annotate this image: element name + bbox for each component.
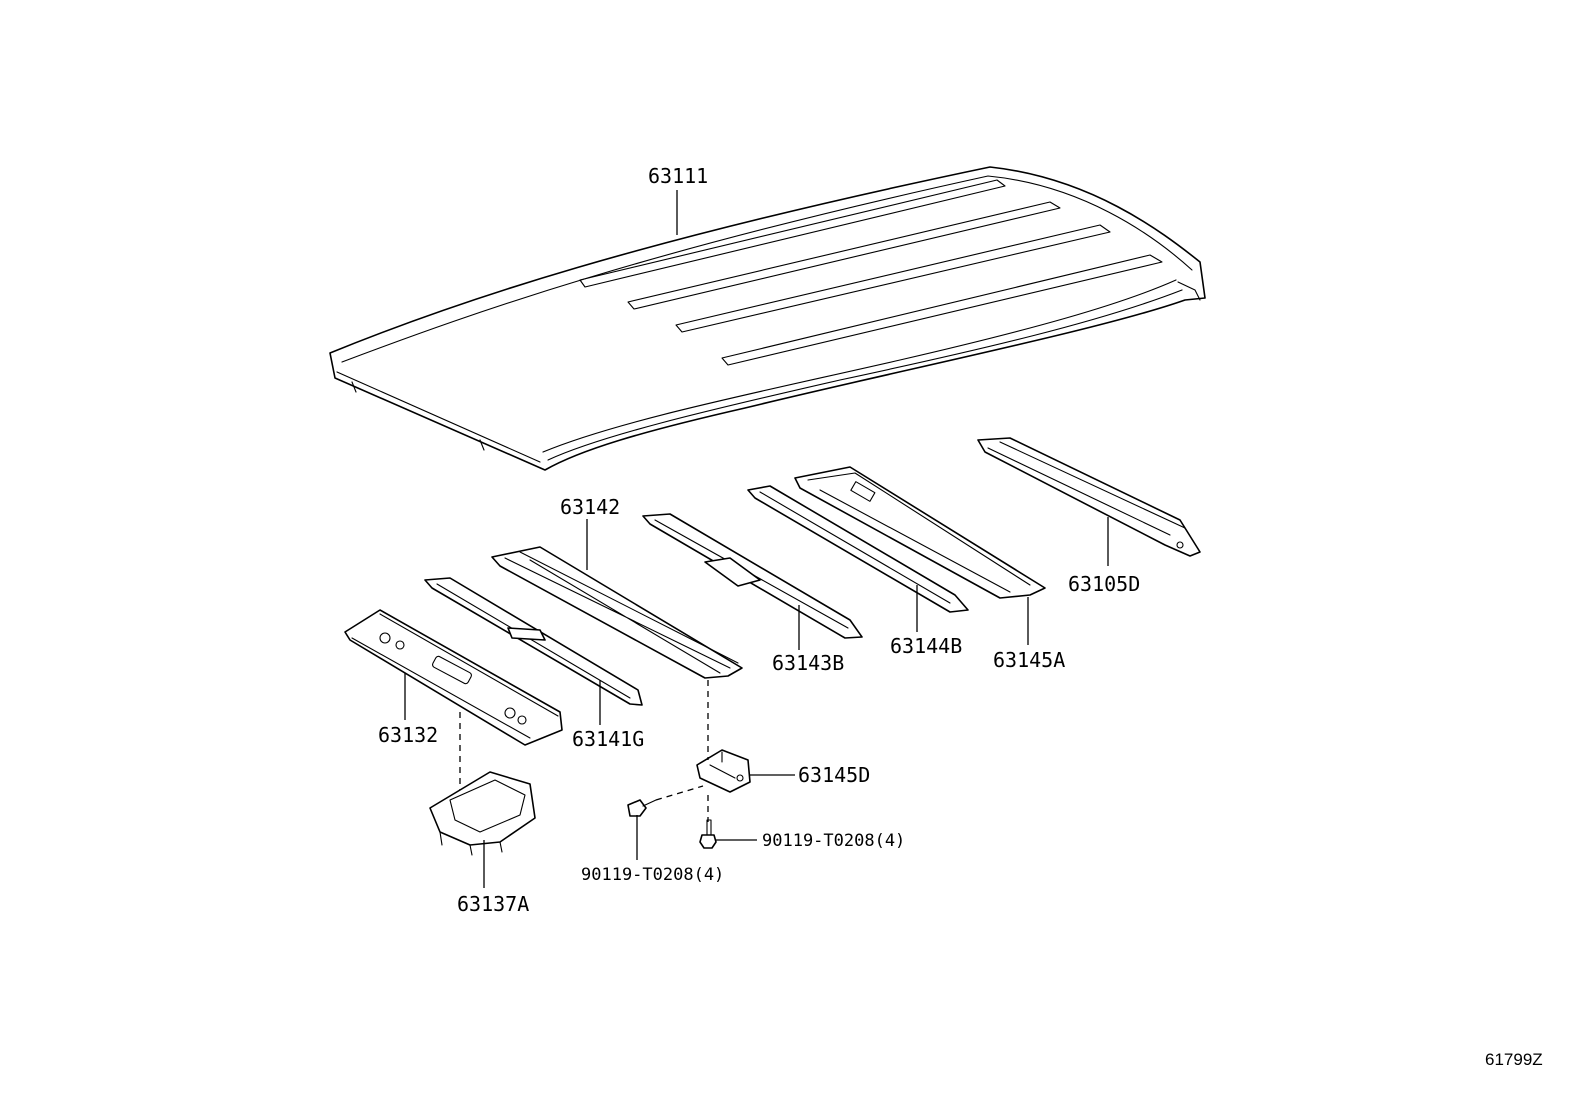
- label-63105D: 63105D: [1068, 572, 1140, 596]
- roof-bow-1[interactable]: [491, 546, 743, 679]
- bolt-right[interactable]: [699, 819, 717, 849]
- part-labels: 63111 63142 63143B 63144B 63145A 63105D …: [378, 164, 1543, 1069]
- label-63132: 63132: [378, 723, 438, 747]
- diagram-reference: 61799Z: [1485, 1050, 1543, 1069]
- roof-bow-4[interactable]: [794, 466, 1046, 599]
- label-63141G: 63141G: [572, 727, 644, 751]
- roof-bow-5[interactable]: [424, 577, 643, 706]
- label-63111: 63111: [648, 164, 708, 188]
- bracket-d[interactable]: [696, 749, 751, 793]
- rear-rail[interactable]: [977, 437, 1201, 557]
- label-bolt-right: 90119-T0208(4): [762, 831, 905, 851]
- label-63143B: 63143B: [772, 651, 844, 675]
- label-63145D: 63145D: [798, 763, 870, 787]
- front-header[interactable]: [344, 609, 563, 746]
- roof-panel[interactable]: [329, 166, 1206, 471]
- label-63142: 63142: [560, 495, 620, 519]
- label-63145A: 63145A: [993, 648, 1065, 672]
- assembly-lines: [459, 680, 709, 822]
- label-63137A: 63137A: [457, 892, 529, 916]
- leader-lines: [404, 190, 1109, 888]
- roof-bow-3[interactable]: [747, 485, 969, 613]
- roof-bow-2[interactable]: [642, 513, 863, 639]
- bracket-a[interactable]: [429, 771, 536, 856]
- bolt-left[interactable]: [627, 799, 657, 817]
- label-bolt-left: 90119-T0208(4): [581, 865, 724, 885]
- label-63144B: 63144B: [890, 634, 962, 658]
